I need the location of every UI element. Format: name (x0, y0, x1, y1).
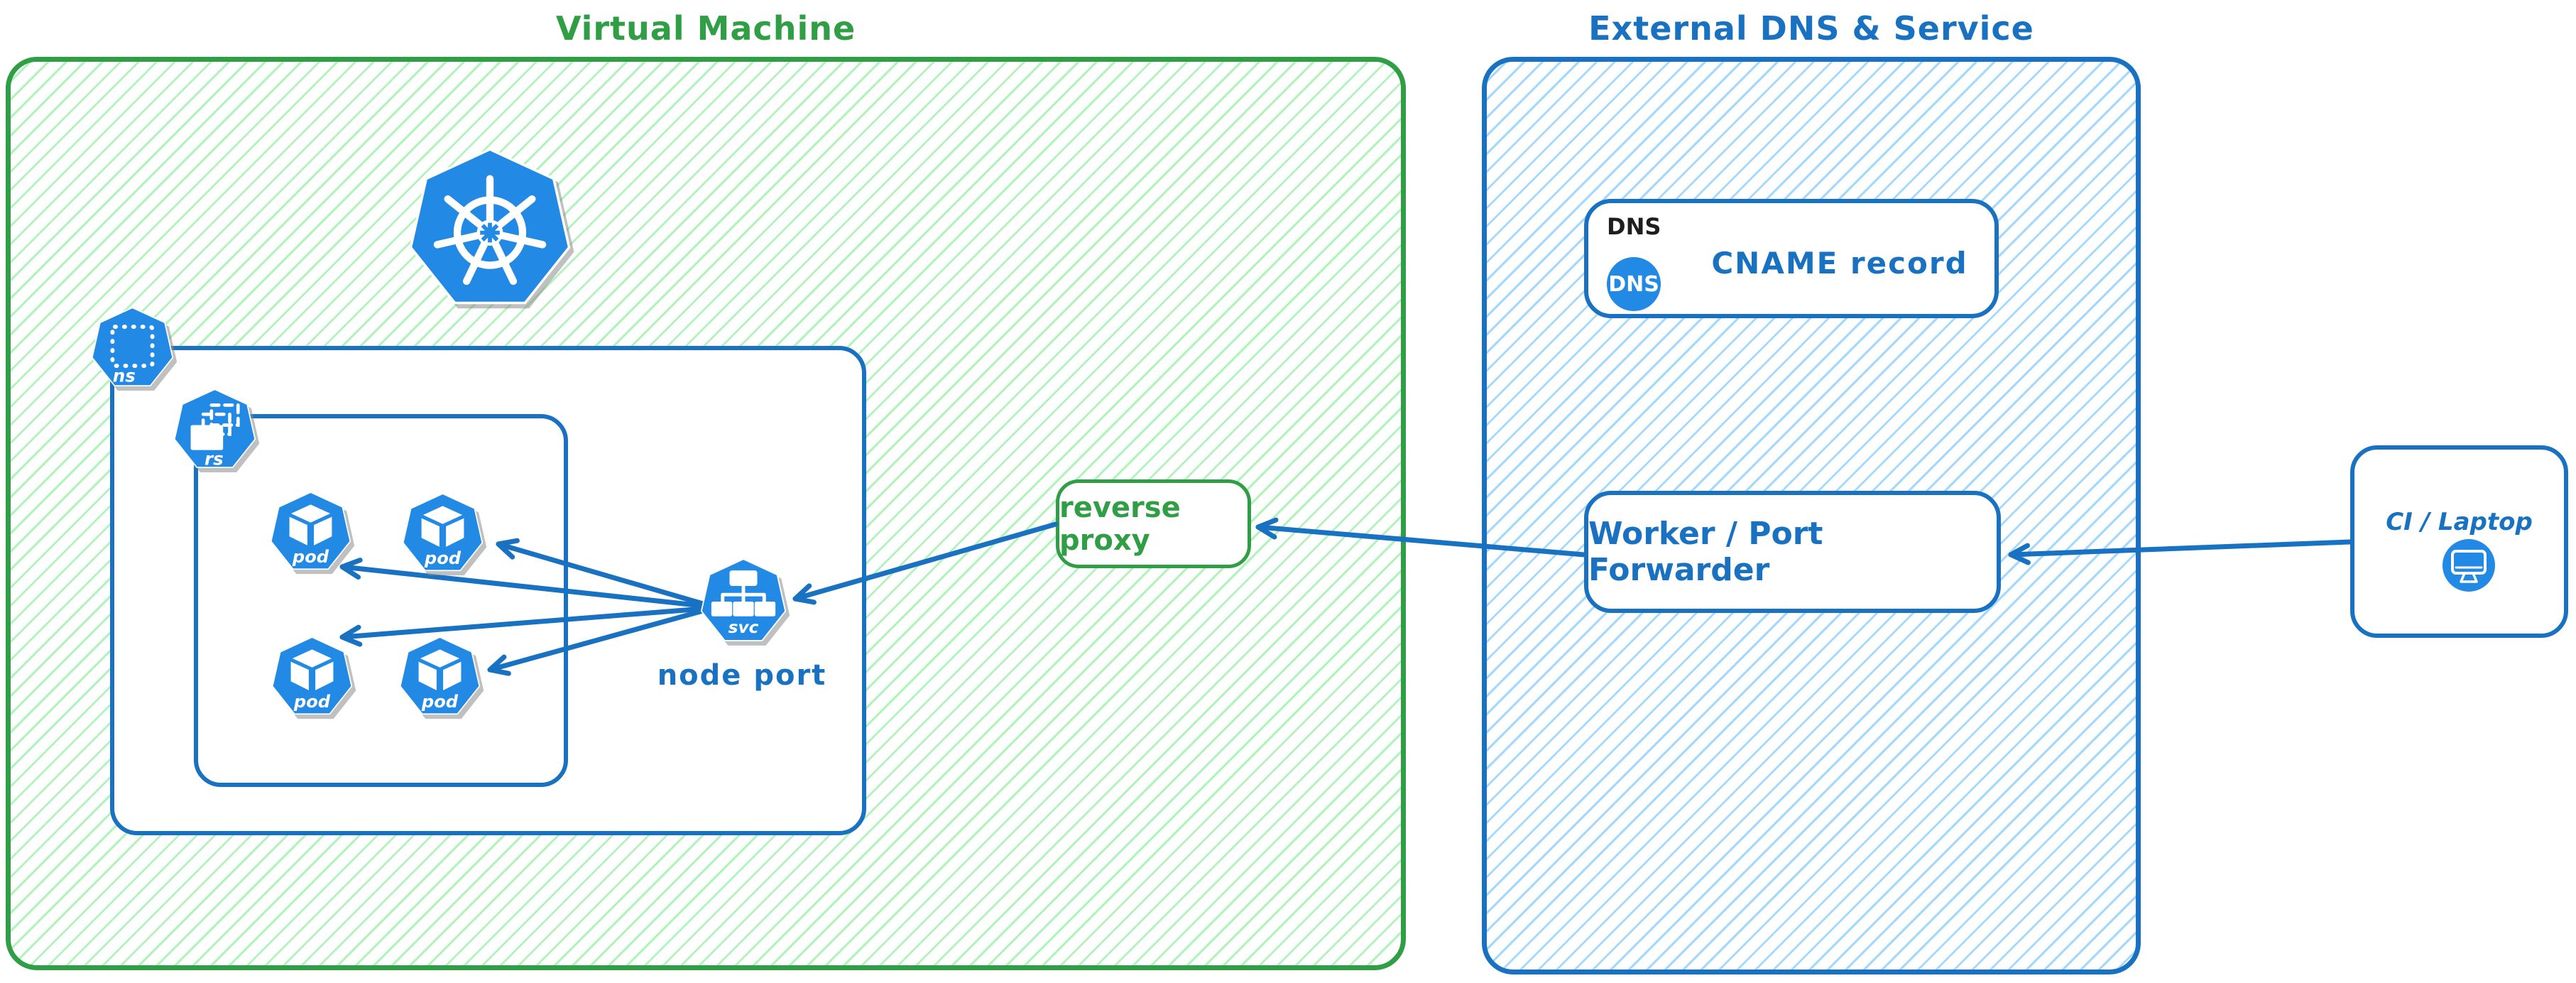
cname-record-label: CNAME record (1711, 246, 1968, 281)
namespace-icon: ns (91, 307, 174, 387)
reverse-proxy-label: reverse proxy (1059, 491, 1181, 557)
kubernetes-logo-icon (409, 148, 571, 305)
monitor-icon (2443, 539, 2495, 592)
service-icon-label: svc (728, 618, 759, 637)
namespace-icon-label: ns (113, 365, 136, 386)
pod-icon-label: pod (292, 547, 329, 567)
dns-badge-label: DNS (1608, 271, 1659, 297)
reverse-proxy-box: reverse proxy (1056, 479, 1251, 568)
ci-laptop-label: CI / Laptop (2386, 508, 2533, 536)
replicaset-icon-label: rs (204, 449, 224, 469)
dns-badge-icon: DNS (1607, 257, 1661, 311)
pod-icon: pod (271, 636, 353, 715)
replicaset-icon: rs (173, 389, 256, 469)
service-icon: svc (700, 558, 787, 641)
external-dns-title: External DNS & Service (1588, 9, 2034, 48)
pod-icon-label: pod (424, 548, 462, 568)
dns-card-header: DNS (1607, 213, 1661, 240)
pod-icon-label: pod (293, 692, 331, 712)
virtual-machine-title: Virtual Machine (555, 9, 856, 48)
pod-icon: pod (399, 636, 481, 715)
pod-icon: pod (270, 492, 351, 570)
worker-port-forwarder-box: Worker / Port Forwarder (1584, 491, 2001, 613)
dns-card: DNS DNS CNAME record (1584, 199, 1999, 318)
pod-icon-label: pod (421, 692, 459, 712)
pod-icon: pod (402, 493, 484, 572)
ci-laptop-box: CI / Laptop (2350, 445, 2568, 638)
node-port-label: node port (657, 659, 827, 692)
worker-label: Worker / Port Forwarder (1588, 516, 1823, 588)
